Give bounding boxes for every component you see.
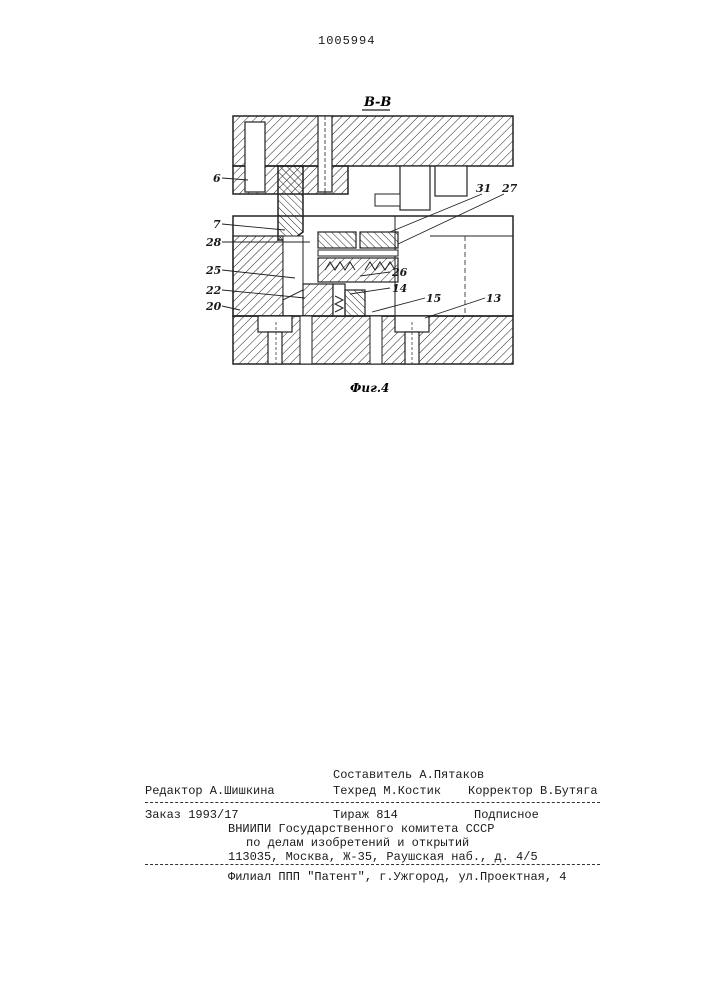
- callout-22: 22: [205, 284, 222, 297]
- imprint-subscription: Подписное: [474, 808, 539, 822]
- callout-6: 6: [213, 172, 221, 185]
- imprint-rule-bottom: [145, 864, 600, 865]
- callout-25: 25: [205, 264, 221, 277]
- imprint-order: Заказ 1993/17: [145, 808, 239, 822]
- imprint-branch: Филиал ППП "Патент", г.Ужгород, ул.Проек…: [228, 870, 566, 884]
- figure-caption: Фиг.4: [350, 381, 389, 395]
- callout-15: 15: [426, 292, 441, 305]
- imprint-address: 113035, Москва, Ж-35, Раушская наб., д. …: [228, 850, 538, 864]
- imprint-institute: ВНИИПИ Государственного комитета СССР: [228, 822, 494, 836]
- patent-number: 1005994: [318, 34, 375, 48]
- callout-26: 26: [391, 266, 408, 279]
- imprint-compiler: Составитель А.Пятаков: [333, 768, 484, 782]
- callout-14: 14: [392, 282, 407, 295]
- imprint-rule-top: [145, 802, 600, 803]
- section-label: В-В: [363, 95, 391, 110]
- imprint-affairs: по делам изобретений и открытий: [246, 836, 469, 850]
- imprint-editor: Редактор А.Шишкина: [145, 784, 275, 798]
- imprint-circulation: Тираж 814: [333, 808, 398, 822]
- technical-drawing: В-В: [200, 92, 540, 404]
- callout-13: 13: [486, 292, 502, 305]
- callout-7: 7: [213, 218, 221, 231]
- callout-31: 31: [476, 182, 491, 195]
- imprint-techred: Техред М.Костик: [333, 784, 441, 798]
- callout-20: 20: [205, 300, 222, 313]
- callout-28: 28: [205, 236, 222, 249]
- callout-27: 27: [501, 182, 518, 195]
- imprint-corrector: Корректор В.Бутяга: [468, 784, 598, 798]
